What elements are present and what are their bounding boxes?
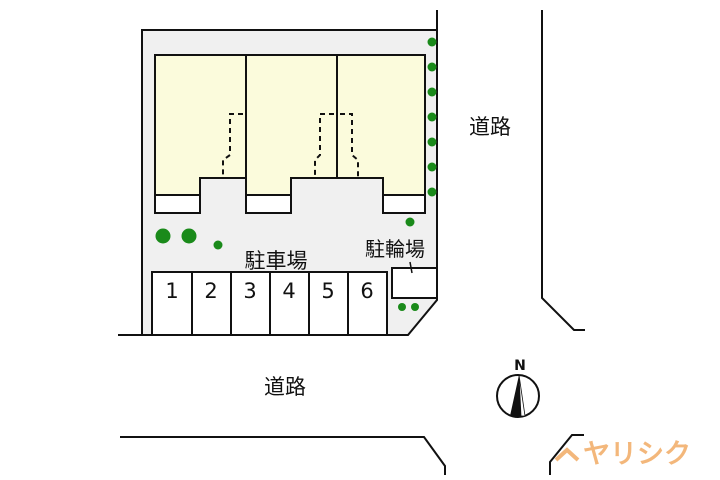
parking-label: 駐車場 — [245, 249, 308, 273]
parking-space-number: 4 — [282, 279, 295, 303]
trees — [155, 37, 437, 311]
tree-icon — [405, 217, 415, 227]
watermark-logo: ヤリシク — [554, 439, 691, 470]
tree-icon — [411, 303, 419, 311]
tree-icon — [427, 162, 437, 172]
road-label-right: 道路 — [469, 115, 511, 139]
watermark-text: ヤリシク — [583, 439, 691, 470]
road-edge-right — [541, 10, 585, 331]
parking-space-number: 6 — [360, 279, 373, 303]
tree-icon — [427, 87, 437, 97]
parking-area: 1 2 3 4 5 6 — [151, 271, 388, 336]
parking-space-number: 5 — [321, 279, 334, 303]
bicycle-parking-label: 駐輪場 — [365, 237, 425, 261]
north-label: N — [514, 358, 526, 374]
parking-space-number: 3 — [243, 279, 256, 303]
tree-icon — [427, 187, 437, 197]
building — [154, 54, 426, 196]
tree-icon — [427, 112, 437, 122]
road-label-bottom: 道路 — [264, 375, 306, 399]
tree-icon — [427, 137, 437, 147]
balcony — [245, 194, 292, 214]
tree-icon — [181, 228, 197, 244]
tree-icon — [213, 240, 223, 250]
balcony — [382, 194, 426, 214]
tree-icon — [427, 37, 437, 47]
tree-icon — [398, 303, 406, 311]
bicycle-parking-box — [391, 267, 438, 299]
stairs-outline — [314, 113, 359, 178]
north-compass-icon: N — [496, 358, 540, 418]
balcony — [154, 194, 201, 214]
stairs-outline — [222, 113, 243, 178]
road-edge-corner — [549, 434, 584, 475]
tree-icon — [427, 62, 437, 72]
road-edge-bottom — [120, 436, 446, 475]
parking-space-number: 2 — [204, 279, 217, 303]
parking-space-number: 1 — [165, 279, 178, 303]
tree-icon — [155, 228, 171, 244]
leader-line — [409, 261, 413, 274]
